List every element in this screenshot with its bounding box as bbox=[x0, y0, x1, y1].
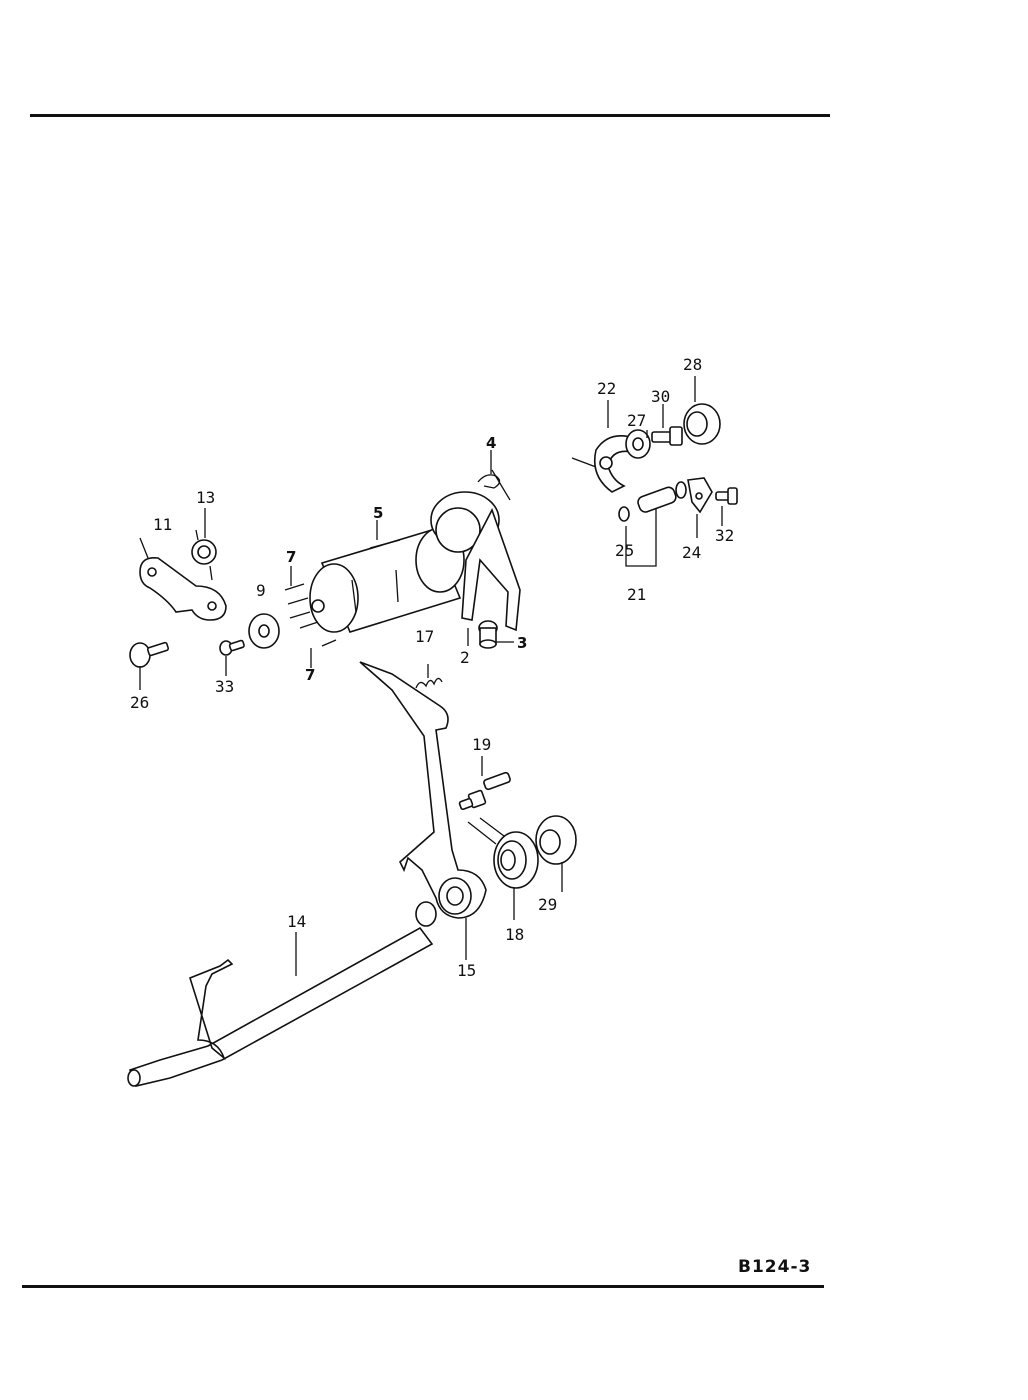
callout-19: 19 bbox=[472, 735, 491, 754]
callout-25: 25 bbox=[615, 541, 634, 560]
callout-17: 17 bbox=[415, 627, 434, 646]
part-14-shift-shaft bbox=[127, 901, 437, 1087]
callout-32: 32 bbox=[715, 526, 734, 545]
callout-21: 21 bbox=[627, 585, 646, 604]
top-rule bbox=[30, 114, 830, 117]
callout-13: 13 bbox=[196, 488, 215, 507]
callout-26: 26 bbox=[130, 693, 149, 712]
part-4-clip bbox=[477, 474, 501, 489]
part-11-stopper-arm bbox=[139, 556, 227, 621]
leader-lines bbox=[139, 376, 723, 976]
part-25-pin bbox=[618, 481, 687, 522]
callout-9: 9 bbox=[256, 581, 266, 600]
part-32-screw bbox=[715, 487, 738, 505]
callout-33: 33 bbox=[215, 677, 234, 696]
callout-15: 15 bbox=[457, 961, 476, 980]
callout-28: 28 bbox=[683, 355, 702, 374]
part-19-bolt bbox=[458, 771, 511, 811]
part-27-washer bbox=[625, 429, 651, 459]
callout-2: 2 bbox=[460, 648, 470, 667]
part-29-seal bbox=[535, 815, 577, 865]
callout-24: 24 bbox=[682, 543, 701, 562]
part-3-roller bbox=[478, 620, 498, 649]
callout-7-lower: 7 bbox=[305, 666, 315, 684]
callout-14: 14 bbox=[287, 912, 306, 931]
callout-3: 3 bbox=[517, 634, 527, 652]
callout-5: 5 bbox=[373, 504, 383, 522]
callout-22: 22 bbox=[597, 379, 616, 398]
part-17-spring bbox=[415, 677, 443, 689]
part-2-fork bbox=[430, 469, 521, 632]
callout-18: 18 bbox=[505, 925, 524, 944]
bottom-rule bbox=[22, 1285, 824, 1288]
part-24-bracket bbox=[687, 477, 713, 514]
callout-30: 30 bbox=[651, 387, 670, 406]
part-13-spring bbox=[191, 529, 217, 581]
callout-4: 4 bbox=[486, 434, 496, 452]
callout-11: 11 bbox=[153, 515, 172, 534]
part-9-washer bbox=[248, 613, 280, 649]
part-7-pins bbox=[284, 583, 337, 647]
part-18-spring bbox=[467, 817, 539, 889]
part-28-cap bbox=[683, 403, 721, 445]
callout-27: 27 bbox=[627, 411, 646, 430]
callout-7-upper: 7 bbox=[286, 548, 296, 566]
part-33-screw bbox=[219, 639, 245, 656]
part-5-shift-drum bbox=[309, 527, 465, 633]
part-30-bolt bbox=[651, 426, 683, 446]
part-26-bolt bbox=[129, 641, 170, 668]
part-15-shift-arm bbox=[359, 661, 487, 919]
callout-29: 29 bbox=[538, 895, 557, 914]
page-code: B124-3 bbox=[738, 1257, 812, 1277]
